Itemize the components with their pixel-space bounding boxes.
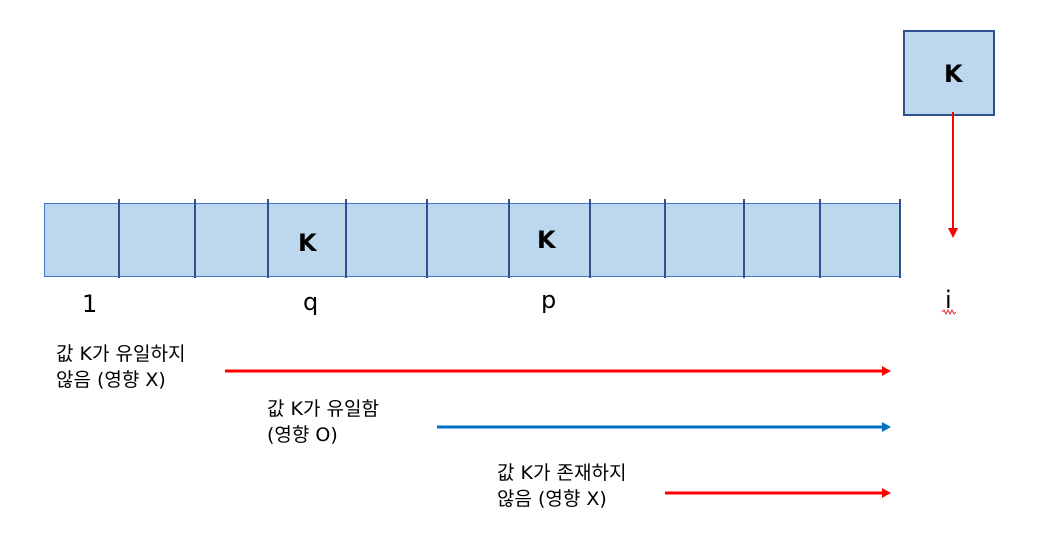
case-label-not-unique: 값 K가 유일하지 않음 (영향 X): [56, 341, 185, 393]
case-label-line: 않음 (영향 X): [497, 488, 607, 510]
case-label-line: 않음 (영향 X): [56, 369, 166, 391]
array-end-divider: [899, 199, 901, 278]
case-arrowhead-not-exist: [882, 488, 891, 498]
array-bar: [44, 203, 901, 277]
cell-divider: [194, 199, 196, 278]
spellcheck-squiggle: [942, 309, 956, 315]
cell-p-value: K: [537, 226, 556, 254]
case-arrowhead-unique: [882, 422, 891, 432]
cell-divider: [508, 199, 510, 278]
case-arrowhead-not-unique: [882, 366, 891, 376]
index-label-q: q: [303, 288, 319, 316]
case-label-not-exist: 값 K가 존재하지 않음 (영향 X): [497, 460, 626, 512]
cell-divider: [345, 199, 347, 278]
cell-divider: [118, 199, 120, 278]
cell-divider: [426, 199, 428, 278]
case-label-unique: 값 K가 유일함 (영향 O): [267, 396, 379, 448]
cell-divider: [743, 199, 745, 278]
index-label-i: i: [945, 286, 952, 314]
index-label-first: 1: [82, 290, 98, 318]
cell-q-value: K: [298, 229, 317, 257]
insert-arrow-head: [948, 228, 958, 238]
case-label-line: 값 K가 존재하지: [497, 462, 627, 484]
cell-divider: [589, 199, 591, 278]
cell-divider: [664, 199, 666, 278]
case-label-line: 값 K가 유일하지: [56, 343, 186, 365]
case-label-line: 값 K가 유일함: [267, 398, 379, 420]
cell-divider: [267, 199, 269, 278]
cell-divider: [819, 199, 821, 278]
new-element-value: K: [944, 60, 963, 88]
new-element-box: [903, 30, 995, 116]
case-label-line: (영향 O): [267, 424, 338, 446]
index-label-p: p: [541, 286, 557, 314]
